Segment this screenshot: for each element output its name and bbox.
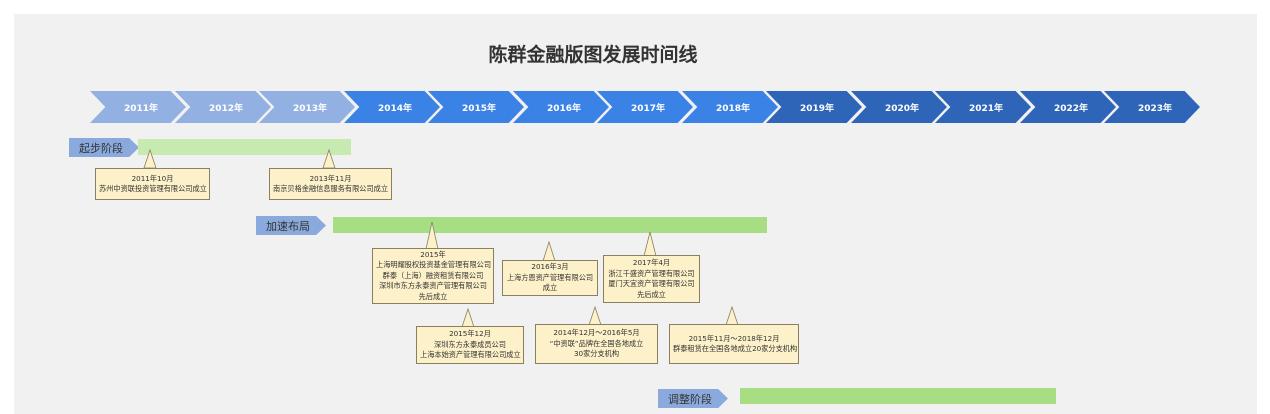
year-chevron: 2022年 [1020, 91, 1116, 123]
note-line: 群泰租赁在全国各地成立20家分支机构 [673, 344, 798, 353]
note-line: 上海本始资产管理有限公司成立 [420, 350, 521, 360]
note-line: 先后成立 [637, 289, 666, 299]
year-chevron: 2016年 [513, 91, 609, 123]
note-line: 2015年11月～2018年12月 [688, 333, 780, 343]
year-label: 2019年 [799, 103, 835, 114]
year-chevron: 2023年 [1104, 91, 1200, 123]
year-chevron: 2019年 [766, 91, 862, 123]
event-note: 2015年上海明耀股权投资基金管理有限公司群泰（上海）融资租赁有限公司深圳市东方… [372, 248, 494, 304]
year-chevron: 2020年 [851, 91, 947, 123]
stage-bar-startup [138, 139, 351, 155]
note-line: “中资联”品牌在全国各地成立 [549, 338, 644, 348]
note-line: 2014年12月～2016年5月 [553, 328, 640, 338]
note-line: 成立 [542, 283, 558, 293]
note-line: 深圳东方永泰成员公司 [434, 339, 506, 349]
year-label: 2023年 [1137, 103, 1173, 114]
stage-bar-acceleration [333, 217, 767, 233]
event-note: 2015年11月～2018年12月群泰租赁在全国各地成立20家分支机构 [669, 324, 799, 364]
note-line: 2013年11月 [309, 173, 352, 183]
stage-label-startup: 起步阶段 [69, 138, 139, 157]
stage-bar-adjustment [740, 388, 1056, 404]
note-line: 2017年4月 [632, 258, 671, 267]
year-chevron: 2018年 [682, 91, 778, 123]
note-line: 先后成立 [418, 291, 448, 301]
year-chevron: 2015年 [428, 91, 524, 123]
year-chevron: 2011年 [90, 91, 186, 123]
note-line: 上海方恩资产管理有限公司 [506, 272, 594, 282]
note-line: 2016年3月 [531, 262, 569, 272]
year-label: 2018年 [715, 103, 751, 114]
note-line: 上海明耀股权投资基金管理有限公司 [376, 260, 492, 270]
year-label: 2015年 [461, 103, 497, 114]
year-chevron: 2017年 [597, 91, 693, 123]
note-line: 厦门天宜资产管理有限公司 [608, 279, 695, 288]
year-label: 2014年 [377, 103, 413, 114]
note-line: 30家分支机构 [573, 349, 620, 359]
year-chevron: 2021年 [935, 91, 1031, 123]
event-note: 2015年12月深圳东方永泰成员公司上海本始资产管理有限公司成立 [416, 326, 524, 364]
event-note: 2016年3月上海方恩资产管理有限公司成立 [502, 260, 598, 296]
note-line: 群泰（上海）融资租赁有限公司 [382, 270, 484, 280]
year-chevron: 2013年 [259, 91, 355, 123]
note-line: 2011年10月 [131, 173, 174, 183]
stage-label-text: 调整阶段 [668, 392, 712, 406]
year-label: 2016年 [546, 103, 582, 114]
note-line: 苏州中资联投资管理有限公司成立 [99, 184, 207, 193]
year-chevron: 2012年 [175, 91, 271, 123]
event-note: 2013年11月南京贝格金融信息服务有限公司成立 [269, 168, 392, 200]
year-label: 2013年 [292, 103, 328, 114]
year-chevron: 2014年 [344, 91, 440, 123]
note-line: 南京贝格金融信息服务有限公司成立 [273, 184, 389, 193]
year-label: 2022年 [1053, 103, 1089, 114]
stage-label-text: 起步阶段 [79, 141, 123, 155]
year-timeline: 2011年 2012年 2013年 2014年 2015年 2016年 2017… [90, 91, 1200, 123]
year-label: 2012年 [208, 103, 244, 114]
year-label: 2011年 [123, 103, 159, 114]
event-note: 2011年10月苏州中资联投资管理有限公司成立 [95, 168, 210, 200]
note-line: 浙江千盛资产管理有限公司 [608, 268, 695, 278]
stage-label-acceleration: 加速布局 [256, 216, 326, 235]
note-line: 2015年 [420, 249, 446, 259]
year-label: 2021年 [968, 103, 1004, 114]
page-title: 陈群金融版图发展时间线 [488, 44, 698, 66]
note-line: 2015年12月 [449, 329, 491, 339]
year-label: 2017年 [630, 103, 666, 114]
event-note: 2017年4月浙江千盛资产管理有限公司厦门天宜资产管理有限公司先后成立 [603, 255, 700, 303]
note-line: 深圳市东方永泰资产管理有限公司 [379, 281, 487, 291]
year-label: 2020年 [884, 103, 920, 114]
stage-label-text: 加速布局 [266, 219, 310, 233]
stage-label-adjustment: 调整阶段 [658, 389, 728, 408]
